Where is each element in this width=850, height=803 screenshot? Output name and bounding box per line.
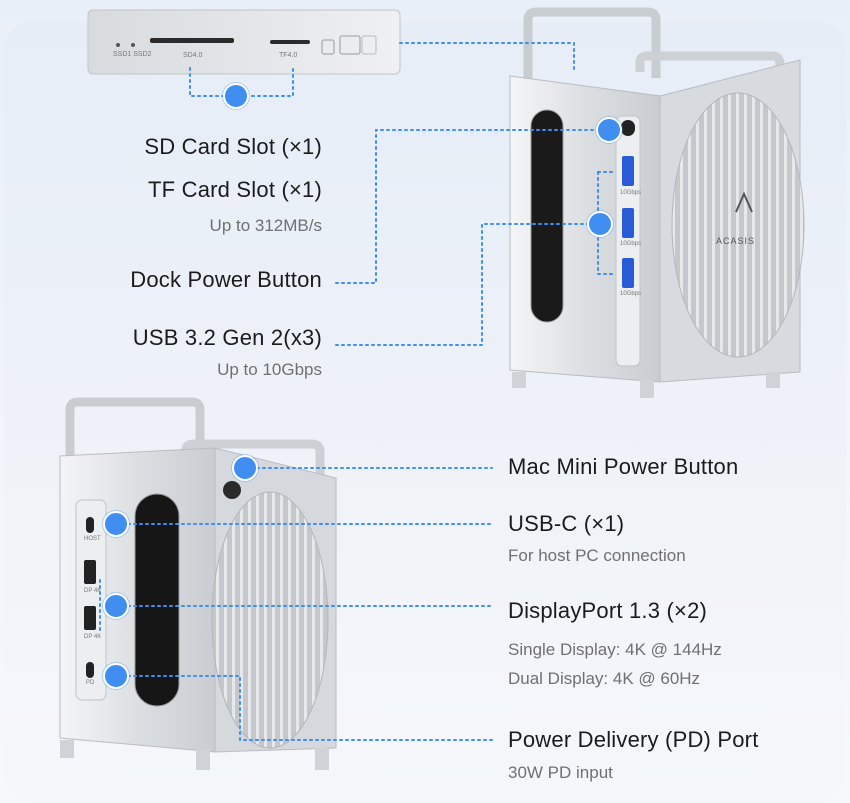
tf-slot-mark: TF4.0 [279, 52, 298, 59]
sd-slot-mark: SD4.0 [183, 52, 203, 59]
usb-c-note: For host PC connection [508, 546, 686, 565]
mac-power-callout-dot [232, 455, 258, 481]
usb-speed-mark-3: 10Gbps [620, 291, 642, 297]
tf-card-slot-label: TF Card Slot (×1) [148, 177, 322, 202]
dock-power-button-label: Dock Power Button [130, 267, 322, 292]
pd-mark: PD [86, 680, 95, 686]
usb-gen2-label: USB 3.2 Gen 2(x3) [132, 325, 322, 350]
dp-mark-1: DP 4K [84, 588, 102, 594]
usbc-callout-dot [103, 511, 129, 537]
usb-speed-mark-1: 10Gbps [620, 190, 642, 196]
mac-mini-power-button-label: Mac Mini Power Button [508, 454, 739, 479]
card-speed-note: Up to 312MB/s [209, 216, 322, 235]
dock-power-callout-dot [596, 117, 622, 143]
pd-callout-dot [103, 663, 129, 689]
displayport-label: DisplayPort 1.3 (×2) [508, 598, 708, 623]
host-mark: HOST [84, 536, 101, 542]
dp-callout-dot [103, 593, 129, 619]
brand-mark: ACASIS [716, 236, 756, 246]
power-delivery-note: 30W PD input [508, 763, 613, 782]
sd-tf-callout-dot [223, 83, 249, 109]
usb-speed-note: Up to 10Gbps [217, 360, 322, 379]
usb-speed-mark-2: 10Gbps [620, 241, 642, 247]
sd-card-slot-label: SD Card Slot (×1) [144, 134, 322, 159]
power-delivery-label: Power Delivery (PD) Port [508, 727, 759, 752]
dual-display-note: Dual Display: 4K @ 60Hz [508, 669, 701, 688]
usb-callout-dot [587, 211, 613, 237]
single-display-note: Single Display: 4K @ 144Hz [508, 640, 722, 659]
dp-mark-2: DP 4K [84, 634, 102, 640]
dock-device-illustration [509, 7, 805, 398]
ssd-led-label: SSD1 SSD2 [113, 51, 152, 58]
usb-c-label: USB-C (×1) [508, 511, 625, 536]
